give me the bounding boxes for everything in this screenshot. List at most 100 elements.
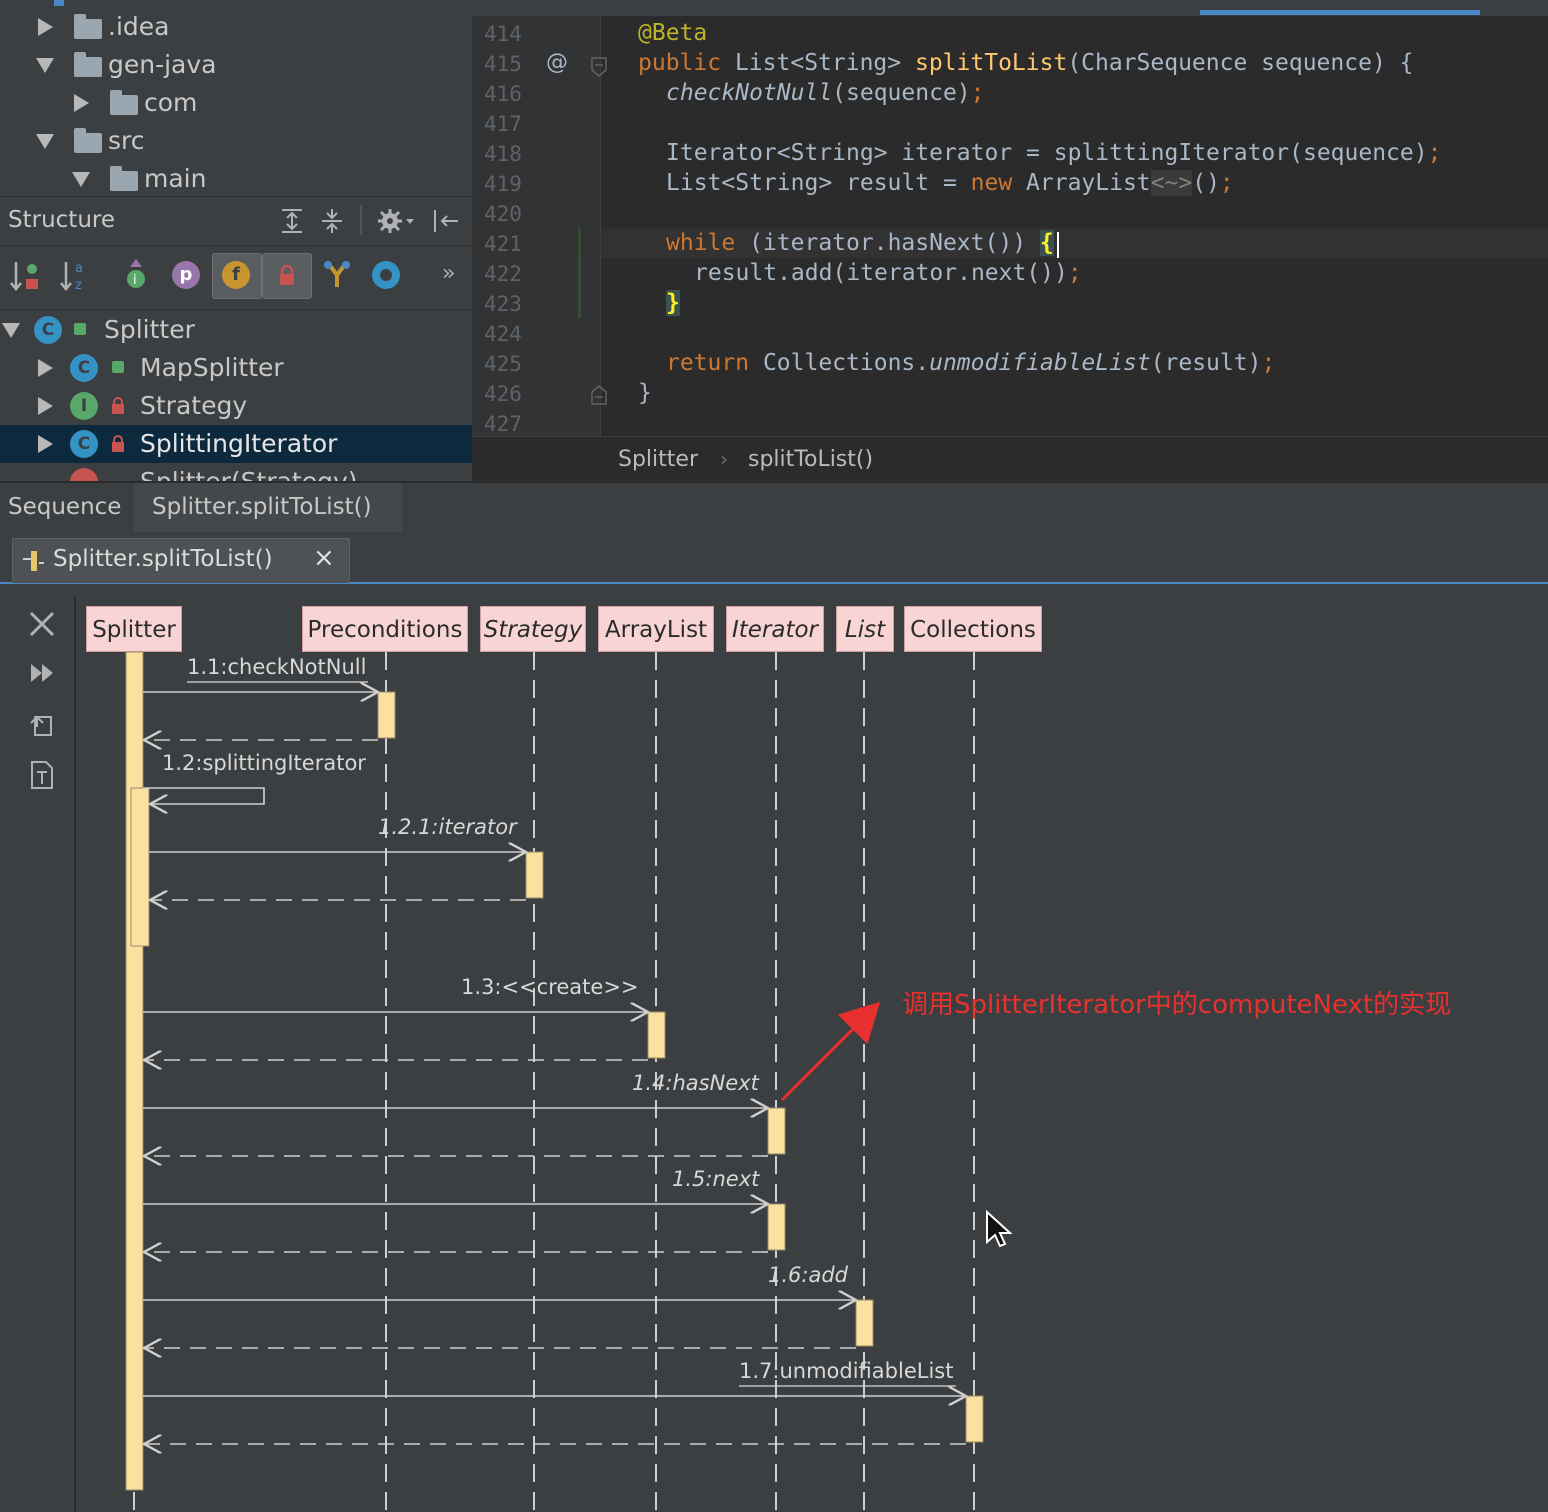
mouse-cursor-icon <box>986 1210 1013 1248</box>
chevron-right-icon: › <box>720 447 728 471</box>
message-label[interactable]: 1.2.1:iterator <box>378 815 517 839</box>
collapse-all-icon[interactable] <box>318 207 346 235</box>
code-line-425: return Collections.unmodifiableList(resu… <box>666 350 1275 376</box>
interface-icon: I <box>70 392 98 420</box>
structure-item-constructor[interactable]: Splitter(Strategy) <box>0 463 472 481</box>
tree-item-com[interactable]: com <box>0 84 472 122</box>
editor-gutter <box>472 16 600 436</box>
sort-alphabetically-icon[interactable]: az <box>58 259 92 293</box>
close-icon[interactable] <box>28 610 56 638</box>
code-line-414: @Beta <box>638 20 707 46</box>
gear-icon[interactable] <box>376 207 416 235</box>
line-number: 426 <box>484 382 522 406</box>
toolbar-divider <box>360 205 362 235</box>
message-label[interactable]: 1.4:hasNext <box>632 1071 759 1095</box>
caret-row-highlight <box>472 228 1548 258</box>
collapse-arrow-icon[interactable] <box>2 323 20 338</box>
collapse-arrow-icon[interactable] <box>72 172 90 187</box>
code-text: (sequence) <box>832 80 971 106</box>
lifeline-strategy[interactable]: Strategy <box>480 606 586 652</box>
diagram-tab[interactable]: Splitter.splitToList() × <box>12 538 350 583</box>
structure-title: Structure <box>8 207 115 233</box>
show-fields-toggle[interactable]: f <box>212 253 262 299</box>
show-lambdas-icon[interactable] <box>322 259 352 291</box>
expand-arrow-icon[interactable] <box>74 94 89 112</box>
code-line-423: } <box>666 290 680 316</box>
structure-item-label: SplittingIterator <box>140 429 338 458</box>
line-number: 424 <box>484 322 522 346</box>
tree-item-gen-java[interactable]: gen-java <box>0 46 472 84</box>
message-label[interactable]: 1.3:<<create>> <box>461 975 639 999</box>
tree-item-label: src <box>108 126 145 155</box>
message-label[interactable]: 1.7:unmodifiableList <box>739 1359 954 1383</box>
code-text: (result) <box>1150 350 1262 376</box>
autoscroll-icon[interactable] <box>370 259 402 291</box>
tool-window-tab[interactable]: Splitter.splitToList() <box>134 483 402 533</box>
scroll-marker <box>54 0 64 6</box>
more-icon[interactable]: » <box>442 261 456 286</box>
lifeline-splitter[interactable]: Splitter <box>86 606 182 652</box>
sequence-diagram-icon <box>23 551 44 571</box>
folded-diamond[interactable]: <~> <box>1150 170 1193 196</box>
code-text: } <box>638 380 652 406</box>
text-export-icon[interactable] <box>28 758 56 790</box>
code-line-416: checkNotNull(sequence); <box>666 80 985 106</box>
expand-arrow-icon[interactable] <box>38 18 53 36</box>
lock-icon <box>112 397 124 414</box>
semicolon: ; <box>1219 170 1234 196</box>
fast-forward-icon[interactable] <box>28 662 56 684</box>
show-inherited-icon[interactable]: i <box>120 257 154 293</box>
line-number: 420 <box>484 202 522 226</box>
code-text: List<String> result = <box>666 170 971 196</box>
collapse-arrow-icon[interactable] <box>36 134 54 149</box>
message-label[interactable]: 1.5:next <box>672 1167 760 1191</box>
activation-checknotnull <box>377 691 396 739</box>
export-icon[interactable] <box>28 710 56 738</box>
tree-item-src[interactable]: src <box>0 122 472 160</box>
expand-arrow-icon[interactable] <box>38 435 53 453</box>
lifeline-iterator[interactable]: Iterator <box>726 606 824 652</box>
breadcrumb-item[interactable]: splitToList() <box>748 447 874 472</box>
structure-item-splittingiterator[interactable]: C SplittingIterator <box>0 425 472 463</box>
breadcrumb-item[interactable]: Splitter <box>618 447 698 472</box>
sequence-diagram-canvas[interactable] <box>76 596 1548 1512</box>
code-line-415: public List<String> splitToList(CharSequ… <box>638 50 1414 76</box>
expand-arrow-icon[interactable] <box>38 359 53 377</box>
hide-panel-icon[interactable] <box>430 207 460 235</box>
expand-arrow-icon[interactable] <box>38 397 53 415</box>
sort-by-visibility-icon[interactable] <box>8 259 42 293</box>
tree-item-main[interactable]: main <box>0 160 472 196</box>
fold-icon[interactable] <box>590 56 608 78</box>
line-number: 421 <box>484 232 522 256</box>
code-text: ArrayList <box>1012 170 1151 196</box>
structure-item-splitter[interactable]: C Splitter <box>0 311 472 349</box>
folder-icon <box>110 166 138 191</box>
message-label[interactable]: 1.1:checkNotNull <box>187 655 367 679</box>
line-number: 419 <box>484 172 522 196</box>
message-label[interactable]: 1.6:add <box>768 1263 849 1287</box>
semicolon: ; <box>1427 140 1442 166</box>
lifeline-arraylist[interactable]: ArrayList <box>598 606 714 652</box>
structure-item-strategy[interactable]: I Strategy <box>0 387 472 425</box>
activation-splitter <box>125 651 144 1491</box>
method-call: unmodifiableList <box>929 350 1151 376</box>
close-tab-icon[interactable]: × <box>313 543 335 573</box>
class-icon: C <box>70 354 98 382</box>
structure-item-mapsplitter[interactable]: C MapSplitter <box>0 349 472 387</box>
expand-all-icon[interactable] <box>278 207 306 235</box>
lifeline-collections[interactable]: Collections <box>904 606 1042 652</box>
override-marker-icon[interactable]: @ <box>546 50 568 75</box>
line-number: 415 <box>484 52 522 76</box>
keyword: while <box>666 230 736 256</box>
message-label[interactable]: 1.2:splittingIterator <box>162 751 366 775</box>
lifeline-list[interactable]: List <box>836 606 894 652</box>
fold-end-icon[interactable] <box>590 384 608 406</box>
code-editor[interactable] <box>472 0 1548 436</box>
show-non-public-toggle[interactable] <box>262 253 312 299</box>
line-number: 414 <box>484 22 522 46</box>
folder-icon <box>74 128 102 153</box>
tree-item-idea[interactable]: .idea <box>0 8 472 46</box>
collapse-arrow-icon[interactable] <box>36 58 54 73</box>
show-properties-icon[interactable]: p <box>172 261 200 289</box>
lifeline-preconditions[interactable]: Preconditions <box>302 606 468 652</box>
